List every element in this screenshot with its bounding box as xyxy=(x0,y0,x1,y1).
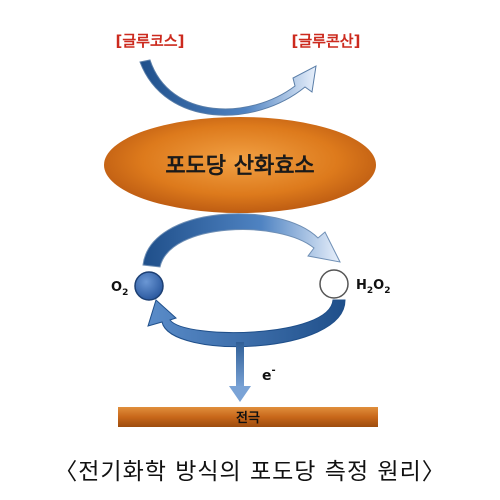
product-label: [글루콘산] xyxy=(292,32,361,50)
substrate-label: [글루코스] xyxy=(116,32,185,50)
oxygen-label: O2 xyxy=(111,280,128,298)
enzyme-ellipse xyxy=(104,117,376,213)
oxygen-to-peroxide-arrow xyxy=(142,213,341,268)
peroxide-label: H2O2 xyxy=(356,278,390,296)
oxygen-circle xyxy=(134,271,164,301)
electrode-label: 전극 xyxy=(236,410,260,426)
electron-label: e- xyxy=(262,365,276,384)
peroxide-to-oxygen-arrow xyxy=(147,299,346,348)
electron-arrow xyxy=(229,342,251,402)
peroxide-circle xyxy=(319,269,349,299)
top-reaction-arrow xyxy=(139,59,317,116)
enzyme-label: 포도당 산화효소 xyxy=(165,154,314,179)
electrode-bar xyxy=(118,407,378,427)
figure-caption: 〈전기화학 방식의 포도당 측정 원리〉 xyxy=(54,459,446,485)
